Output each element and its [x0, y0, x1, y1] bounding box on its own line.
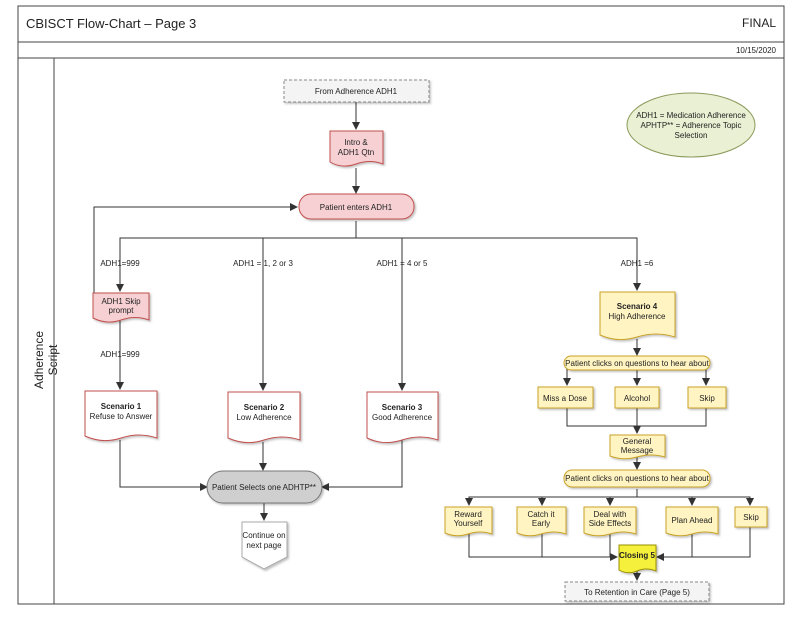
- svg-text:Early: Early: [532, 519, 550, 528]
- catch-it-early-node: Catch it Early: [516, 506, 567, 537]
- continue-offpage-node: Continue on next page: [241, 521, 288, 570]
- svg-text:Selection: Selection: [675, 131, 708, 140]
- svg-text:prompt: prompt: [109, 306, 135, 315]
- reward-yourself-node: Reward Yourself: [444, 506, 493, 537]
- page-date: 10/15/2020: [735, 46, 776, 55]
- svg-text:To Retention in Care (Page 5): To Retention in Care (Page 5): [584, 588, 690, 597]
- intro-node: Intro & ADH1 Qtn: [329, 130, 384, 167]
- plan-ahead-node: Plan Ahead: [665, 506, 719, 537]
- svg-text:Patient clicks on questions to: Patient clicks on questions to hear abou…: [565, 359, 709, 368]
- scenario-4-node: Scenario 4 High Adherence: [599, 291, 676, 341]
- svg-text:Deal with: Deal with: [594, 510, 627, 519]
- edge-label-adh999: ADH1=999: [100, 259, 140, 268]
- skip-node-1: Skip: [687, 386, 727, 409]
- svg-text:Yourself: Yourself: [454, 519, 483, 528]
- scenario-3-node: Scenario 3 Good Adherence: [366, 391, 439, 444]
- patient-clicks-node-1: Patient clicks on questions to hear abou…: [563, 355, 711, 371]
- svg-text:Scenario 4: Scenario 4: [617, 302, 658, 311]
- svg-text:Message: Message: [621, 446, 654, 455]
- edge-label-adh45: ADH1 = 4 or 5: [377, 259, 428, 268]
- page-frame: [17, 5, 785, 605]
- deal-with-side-effects-node: Deal with Side Effects: [583, 506, 637, 537]
- svg-text:Continue on: Continue on: [242, 531, 285, 540]
- svg-text:ADH1 Qtn: ADH1 Qtn: [338, 148, 374, 157]
- edge-label-adh6: ADH1 =6: [621, 259, 654, 268]
- svg-text:Patient clicks on questions to: Patient clicks on questions to hear abou…: [565, 474, 709, 483]
- patient-selects-node: Patient Selects one ADHTP**: [206, 470, 323, 504]
- status-label: FINAL: [741, 16, 776, 30]
- scenario-2-node: Scenario 2 Low Adherence: [227, 391, 301, 444]
- svg-text:Low Adherence: Low Adherence: [236, 413, 292, 422]
- svg-text:High Adherence: High Adherence: [609, 312, 666, 321]
- svg-text:APHTP** = Adherence Topic: APHTP** = Adherence Topic: [640, 121, 741, 130]
- svg-text:Intro &: Intro &: [344, 138, 368, 147]
- svg-text:Scenario 2: Scenario 2: [244, 403, 285, 412]
- svg-text:Skip: Skip: [699, 394, 715, 403]
- skip-prompt-node: ADH1 Skip prompt: [92, 292, 150, 323]
- alcohol-node: Alcohol: [614, 386, 660, 409]
- legend: ADH1 = Medication Adherence APHTP** = Ad…: [626, 92, 756, 158]
- svg-text:Scenario 1: Scenario 1: [101, 402, 142, 411]
- skip-node-2: Skip: [734, 506, 768, 528]
- edge-label-adh123: ADH1 = 1, 2 or 3: [233, 259, 293, 268]
- svg-text:Refuse to Answer: Refuse to Answer: [90, 412, 153, 421]
- svg-text:Catch it: Catch it: [527, 510, 555, 519]
- svg-text:Patient enters ADH1: Patient enters ADH1: [320, 203, 393, 212]
- svg-text:Side Effects: Side Effects: [589, 519, 632, 528]
- svg-text:Miss a Dose: Miss a Dose: [543, 394, 588, 403]
- svg-text:Plan Ahead: Plan Ahead: [672, 516, 713, 525]
- retention-node: To Retention in Care (Page 5): [564, 581, 710, 602]
- edge-label-adh999-skip: ADH1=999: [100, 350, 140, 359]
- closing-5-node: Closing 5: [618, 544, 657, 574]
- svg-text:Closing 5: Closing 5: [619, 551, 656, 560]
- svg-text:Scenario 3: Scenario 3: [382, 403, 423, 412]
- svg-text:ADH1 Skip: ADH1 Skip: [101, 297, 141, 306]
- general-message-node: General Message: [609, 434, 666, 460]
- svg-text:Alcohol: Alcohol: [624, 394, 650, 403]
- svg-text:From Adherence ADH1: From Adherence ADH1: [315, 87, 398, 96]
- patient-clicks-node-2: Patient clicks on questions to hear abou…: [563, 469, 711, 488]
- svg-text:next page: next page: [246, 541, 282, 550]
- patient-enters-node: Patient enters ADH1: [298, 193, 415, 220]
- svg-text:ADH1 = Medication Adherence: ADH1 = Medication Adherence: [636, 111, 746, 120]
- svg-text:Patient Selects one ADHTP**: Patient Selects one ADHTP**: [212, 483, 316, 492]
- svg-text:Reward: Reward: [454, 510, 482, 519]
- miss-a-dose-node: Miss a Dose: [537, 386, 594, 409]
- connectors: [93, 102, 754, 581]
- page-title: CBISCT Flow-Chart – Page 3: [26, 16, 197, 31]
- start-node: From Adherence ADH1: [283, 79, 430, 103]
- svg-text:Skip: Skip: [743, 513, 759, 522]
- scenario-1-node: Scenario 1 Refuse to Answer: [84, 390, 158, 442]
- svg-text:General: General: [623, 437, 652, 446]
- svg-text:Good Adherence: Good Adherence: [372, 413, 433, 422]
